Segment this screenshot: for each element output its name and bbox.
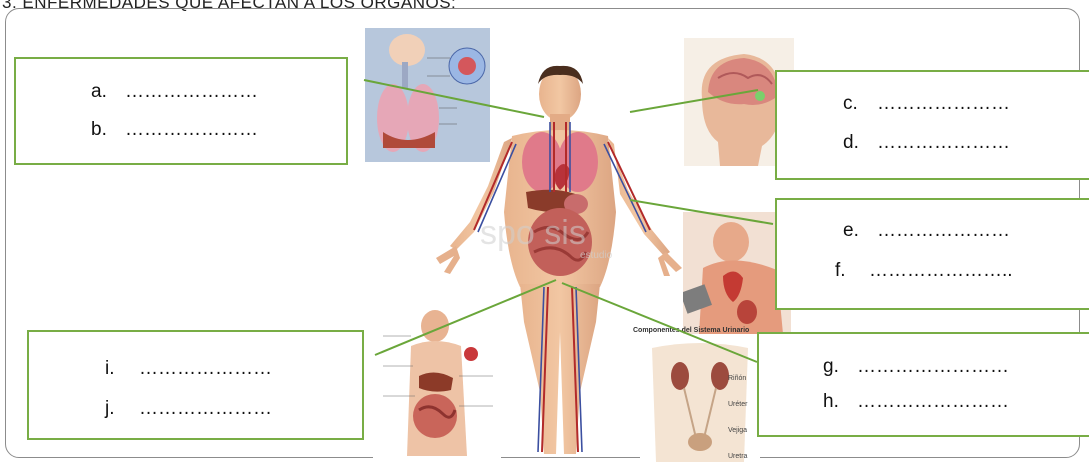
answer-blank[interactable]: …………………… [857, 391, 1009, 412]
answer-blank[interactable]: ………………… [125, 81, 258, 102]
answer-box-ab[interactable]: a.………………… b.………………… [14, 57, 348, 165]
answer-row-j[interactable]: j.………………… [105, 398, 272, 420]
answer-letter: e. [843, 220, 877, 242]
answer-letter: h. [823, 391, 857, 413]
answer-box-cd[interactable]: c.………………… d.………………… [775, 70, 1089, 180]
answer-letter: g. [823, 356, 857, 378]
answer-row-i[interactable]: i.………………… [105, 358, 272, 380]
answer-letter: a. [91, 81, 125, 103]
answer-row-e[interactable]: e.………………… [843, 220, 1010, 242]
answer-row-d[interactable]: d.………………… [843, 132, 1010, 154]
answer-box-ef[interactable]: e.………………… f.………………….. [775, 198, 1089, 310]
answer-row-a[interactable]: a.………………… [91, 81, 258, 103]
answer-blank[interactable]: …………………… [857, 356, 1009, 377]
answer-letter: j. [105, 398, 139, 420]
answer-row-f[interactable]: f.………………….. [835, 260, 1013, 282]
answer-letter: f. [835, 260, 869, 282]
answer-blank[interactable]: ………………… [139, 398, 272, 419]
answer-box-ij[interactable]: i.………………… j.………………… [27, 330, 364, 440]
answer-row-c[interactable]: c.………………… [843, 93, 1010, 115]
answer-row-b[interactable]: b.………………… [91, 119, 258, 141]
answer-blank[interactable]: ………………… [125, 119, 258, 140]
answer-row-h[interactable]: h.…………………… [823, 391, 1009, 413]
answer-letter: i. [105, 358, 139, 380]
answer-blank[interactable]: ………………… [139, 358, 272, 379]
answer-letter: c. [843, 93, 877, 115]
answer-box-gh[interactable]: g.…………………… h.…………………… [757, 332, 1089, 437]
answer-blank[interactable]: ………………….. [869, 260, 1013, 281]
answer-letter: b. [91, 119, 125, 141]
answer-blank[interactable]: ………………… [877, 220, 1010, 241]
answer-blank[interactable]: ………………… [877, 93, 1010, 114]
answer-row-g[interactable]: g.…………………… [823, 356, 1009, 378]
answer-blank[interactable]: ………………… [877, 132, 1010, 153]
answer-letter: d. [843, 132, 877, 154]
